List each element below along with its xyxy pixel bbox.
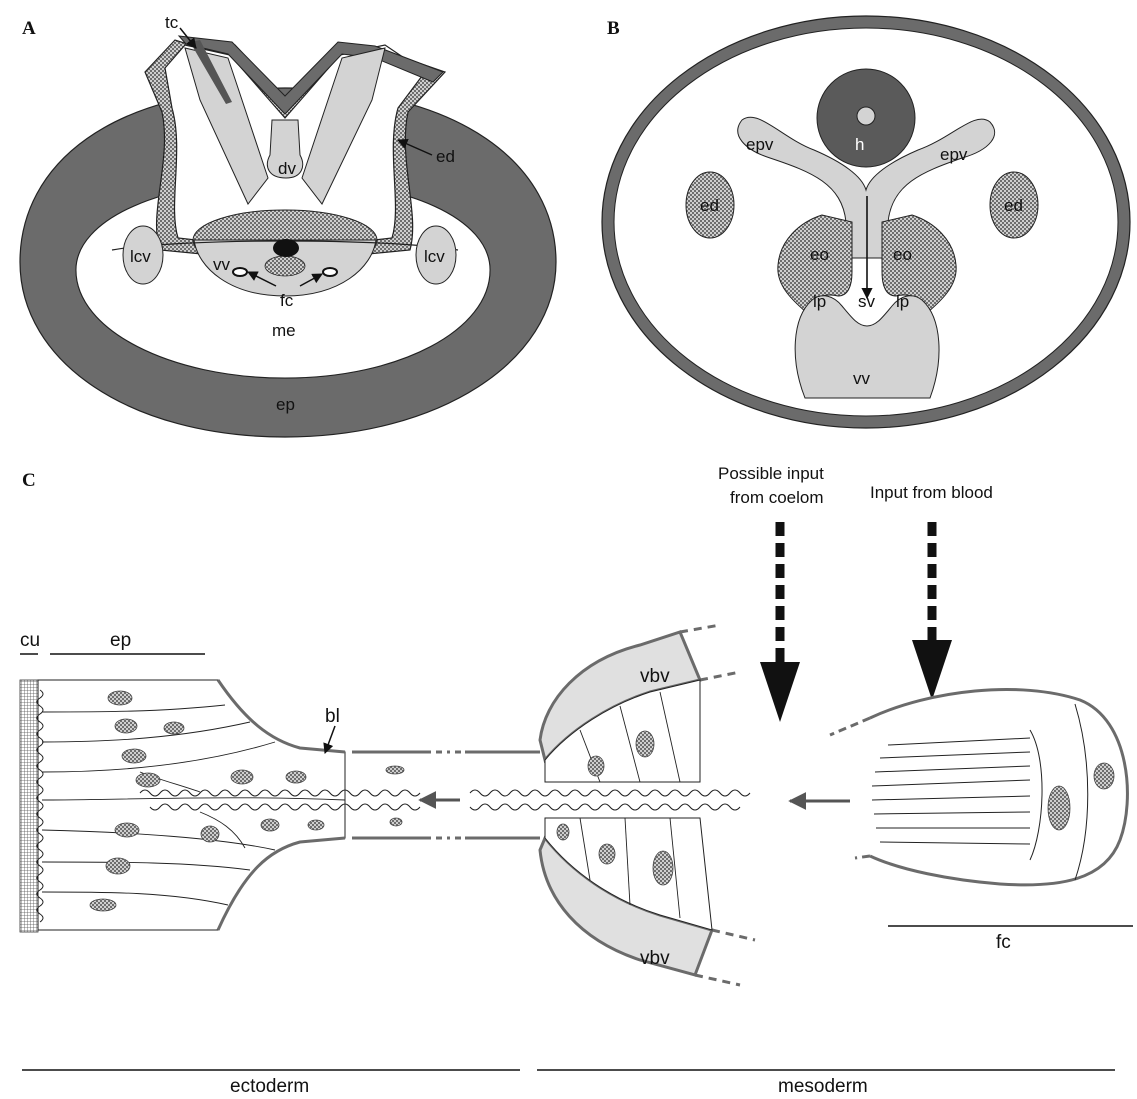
panel-c-letter: C bbox=[22, 470, 36, 491]
panel-a-black-organ bbox=[273, 239, 299, 257]
panel-a-fc-left bbox=[233, 268, 247, 276]
label-b-eo-left: eo bbox=[810, 245, 829, 264]
label-c-bl: bl bbox=[325, 706, 340, 727]
c-fc-nucleus-1 bbox=[1048, 786, 1070, 830]
label-c-input-coelom-1: Possible input bbox=[718, 464, 824, 483]
label-b-sv: sv bbox=[858, 292, 876, 311]
label-c-ectoderm: ectoderm bbox=[230, 1076, 309, 1097]
c-meso-tube-edges bbox=[468, 752, 540, 838]
panel-a: A tc ed bbox=[20, 13, 556, 437]
panel-b: B h epv epv eo eo lp lp sv vv ed ed bbox=[602, 16, 1130, 428]
label-c-input-coelom-2: from coelom bbox=[730, 488, 824, 507]
label-b-vv: vv bbox=[853, 369, 871, 388]
c-fc-dash-bottom bbox=[855, 856, 870, 858]
label-b-h: h bbox=[855, 135, 864, 154]
label-a-ed: ed bbox=[436, 147, 455, 166]
label-a-tc: tc bbox=[165, 13, 179, 32]
label-a-lcv-right: lcv bbox=[424, 247, 445, 266]
panel-a-vv-stipple bbox=[265, 256, 305, 276]
c-cuticle bbox=[20, 680, 38, 932]
label-b-ed-right: ed bbox=[1004, 196, 1023, 215]
label-a-vv: vv bbox=[213, 255, 231, 274]
label-a-lcv-left: lcv bbox=[130, 247, 151, 266]
c-meso-lumen-2 bbox=[470, 804, 740, 810]
panel-a-fc-right bbox=[323, 268, 337, 276]
label-c-vbv-bottom: vbv bbox=[640, 948, 670, 969]
panel-a-letter: A bbox=[22, 18, 36, 39]
label-b-eo-right: eo bbox=[893, 245, 912, 264]
label-b-epv-right: epv bbox=[940, 145, 968, 164]
c-filtration-cell bbox=[870, 690, 1127, 885]
label-a-ep: ep bbox=[276, 395, 295, 414]
c-ecto-dashed-end bbox=[425, 752, 450, 838]
c-bl-pointer bbox=[325, 726, 335, 753]
label-b-lp-left: lp bbox=[813, 292, 826, 311]
c-meso-lumen bbox=[470, 790, 750, 796]
panel-c: C cu ep bbox=[20, 464, 1133, 1097]
label-a-dv: dv bbox=[278, 159, 296, 178]
panel-b-heart-lumen bbox=[857, 107, 875, 125]
label-a-me: me bbox=[272, 321, 296, 340]
label-c-cu: cu bbox=[20, 630, 40, 651]
label-c-ep: ep bbox=[110, 630, 131, 651]
label-b-epv-left: epv bbox=[746, 135, 774, 154]
label-c-vbv-top: vbv bbox=[640, 666, 670, 687]
label-b-lp-right: lp bbox=[896, 292, 909, 311]
c-fc-nucleus-2 bbox=[1094, 763, 1114, 789]
label-b-ed-left: ed bbox=[700, 196, 719, 215]
c-meso-tube-dash bbox=[455, 752, 468, 838]
label-c-fc: fc bbox=[996, 932, 1011, 953]
c-fc-dash-top bbox=[830, 718, 870, 735]
c-coelom-arrowhead bbox=[760, 662, 800, 722]
label-c-input-blood: Input from blood bbox=[870, 483, 993, 502]
label-a-fc: fc bbox=[280, 291, 294, 310]
label-c-mesoderm: mesoderm bbox=[778, 1076, 868, 1097]
panel-b-letter: B bbox=[607, 18, 620, 39]
c-blood-arrowhead bbox=[912, 640, 952, 700]
